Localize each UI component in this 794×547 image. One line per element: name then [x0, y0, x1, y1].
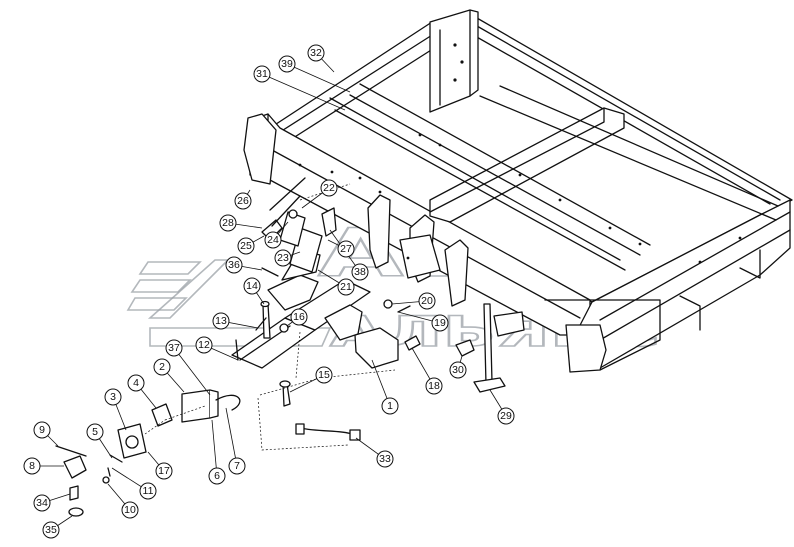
svg-text:25: 25	[240, 240, 252, 252]
callout-30: 30	[449, 361, 467, 379]
svg-text:11: 11	[143, 485, 154, 497]
callout-33: 33	[376, 450, 394, 468]
callout-23: 23	[274, 249, 292, 267]
callout-15: 15	[315, 366, 333, 384]
svg-text:34: 34	[36, 497, 48, 509]
svg-text:13: 13	[215, 315, 227, 327]
svg-text:35: 35	[45, 524, 57, 536]
svg-text:27: 27	[340, 243, 352, 255]
callout-37: 37	[165, 339, 183, 357]
callout-8: 8	[23, 457, 41, 475]
svg-text:17: 17	[158, 465, 170, 477]
callout-13: 13	[212, 312, 230, 330]
svg-text:26: 26	[237, 195, 249, 207]
callout-32: 32	[307, 44, 325, 62]
callout-3: 3	[104, 388, 122, 406]
svg-text:19: 19	[434, 317, 446, 329]
svg-text:8: 8	[29, 460, 35, 472]
svg-text:4: 4	[133, 377, 139, 389]
svg-text:21: 21	[340, 281, 352, 293]
callout-17: 17	[155, 462, 173, 480]
callout-1: 1	[381, 397, 399, 415]
svg-text:31: 31	[256, 68, 268, 80]
callout-2: 2	[153, 358, 171, 376]
svg-text:2: 2	[159, 361, 165, 373]
svg-text:3: 3	[110, 391, 116, 403]
callout-14: 14	[243, 277, 261, 295]
callout-16: 16	[290, 308, 308, 326]
callout-35: 35	[42, 521, 60, 539]
svg-text:12: 12	[198, 339, 210, 351]
svg-text:32: 32	[310, 47, 322, 59]
svg-text:6: 6	[214, 470, 220, 482]
svg-text:37: 37	[168, 342, 180, 354]
svg-text:9: 9	[39, 424, 45, 436]
svg-text:28: 28	[222, 217, 234, 229]
callout-5: 5	[86, 423, 104, 441]
svg-text:23: 23	[277, 252, 289, 264]
svg-text:18: 18	[428, 380, 440, 392]
callout-18: 18	[425, 377, 443, 395]
callout-34: 34	[33, 494, 51, 512]
svg-text:33: 33	[379, 453, 391, 465]
callout-25: 25	[237, 237, 255, 255]
callout-19: 19	[431, 314, 449, 332]
callout-38: 38	[351, 263, 369, 281]
svg-text:15: 15	[318, 369, 330, 381]
callout-36: 36	[225, 256, 243, 274]
svg-text:36: 36	[228, 259, 240, 271]
callout-4: 4	[127, 374, 145, 392]
callout-29: 29	[497, 407, 515, 425]
callout-20: 20	[418, 292, 436, 310]
svg-text:1: 1	[387, 400, 393, 412]
callout-7: 7	[228, 457, 246, 475]
svg-text:16: 16	[293, 311, 305, 323]
svg-text:39: 39	[281, 58, 293, 70]
svg-text:10: 10	[124, 504, 136, 516]
callout-10: 10	[121, 501, 139, 519]
svg-text:29: 29	[500, 410, 512, 422]
callout-31: 31	[253, 65, 271, 83]
callout-26: 26	[234, 192, 252, 210]
callout-12: 12	[195, 336, 213, 354]
svg-text:14: 14	[246, 280, 258, 292]
svg-text:22: 22	[323, 182, 335, 194]
svg-text:20: 20	[421, 295, 433, 307]
callout-27: 27	[337, 240, 355, 258]
svg-text:7: 7	[234, 460, 240, 472]
main-frame	[243, 9, 793, 373]
callout-11: 11	[139, 482, 157, 500]
callout-group: 1 2 3 4 5 6 7 8 9 10 11 12 13 14 15 16 1…	[23, 44, 515, 539]
callout-28: 28	[219, 214, 237, 232]
drawbar-assembly	[55, 177, 525, 517]
svg-text:5: 5	[92, 426, 98, 438]
callout-39: 39	[278, 55, 296, 73]
callout-24: 24	[264, 231, 282, 249]
svg-text:24: 24	[267, 234, 279, 246]
svg-text:38: 38	[354, 266, 366, 278]
callout-21: 21	[337, 278, 355, 296]
callout-9: 9	[33, 421, 51, 439]
callout-22: 22	[320, 179, 338, 197]
svg-text:30: 30	[452, 364, 464, 376]
callout-6: 6	[208, 467, 226, 485]
